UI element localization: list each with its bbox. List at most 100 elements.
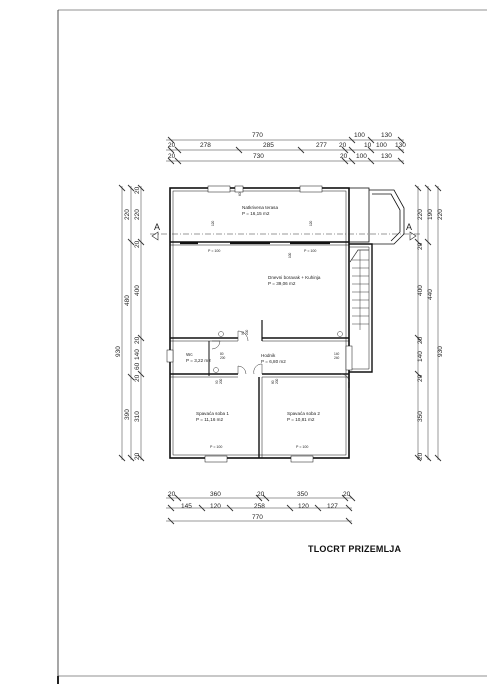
- dimension-top: [166, 136, 405, 165]
- opening-2: 120: [309, 220, 313, 226]
- dim-top-r2-f: 10: [364, 142, 372, 149]
- dim-bot-r1-b: 360: [210, 491, 221, 498]
- dim-right-i5: 20: [417, 374, 424, 382]
- room-area-wc: P = 3,22 m2: [186, 358, 211, 363]
- dim-top-total: 770: [252, 132, 263, 139]
- opening-labels: 120 120 100 60 80 200 90 200 140 240 90 …: [211, 192, 340, 384]
- dim-bot-r2-c: 258: [254, 503, 265, 510]
- dim-top-r2-d: 277: [316, 142, 327, 149]
- dim-top-r3-b: 730: [253, 153, 264, 160]
- opening-9: 140: [334, 352, 340, 356]
- dim-left-i8: 20: [134, 374, 141, 382]
- staircase: [349, 249, 369, 330]
- parapet-1: P = 100: [208, 249, 220, 253]
- dim-left-i9: 310: [134, 411, 141, 422]
- dim-top-r3-e: 130: [381, 153, 392, 160]
- room-name-bedroom-1: Spavaća soba 1: [196, 411, 229, 416]
- room-name-terrace: Natkrivena terasa: [242, 205, 278, 210]
- sheet-frame: [57, 9, 487, 684]
- room-area-terrace: P = 16,15 m2: [242, 211, 270, 216]
- dim-left-i10: 20: [134, 452, 141, 460]
- room-name-bedroom-2: Spavaća soba 2: [287, 411, 320, 416]
- parapet-labels: P = 100 P = 100 P = 100 P = 100: [208, 249, 316, 449]
- dimension-right-labels: 20 400 220 20 140 20 350 20 190 440 220 …: [417, 209, 444, 460]
- opening-10: 240: [334, 356, 340, 360]
- dim-right-i3: 20: [417, 336, 424, 344]
- dim-top-r3-d: 100: [356, 153, 367, 160]
- opening-6: 200: [220, 356, 226, 360]
- opening-8: 200: [245, 329, 249, 335]
- doors: [211, 330, 350, 383]
- dim-bot-r1-d: 350: [297, 491, 308, 498]
- drawing-title: TLOCRT PRIZEMLJA: [308, 544, 402, 554]
- dim-top-r2-g: 100: [376, 142, 387, 149]
- dimension-top-labels: 770 100 130 20 278 285 277 20 10 100 130…: [168, 132, 406, 160]
- dim-left-i7: 60: [134, 362, 141, 370]
- dim-top-r2-b: 278: [200, 142, 211, 149]
- dim-bot-r2-b: 120: [210, 503, 221, 510]
- parapet-3: P = 100: [210, 445, 222, 449]
- dim-right-i6: 350: [417, 411, 424, 422]
- room-name-hallway: Hodnik: [261, 353, 276, 358]
- dim-bot-r1-c: 20: [257, 491, 265, 498]
- dim-left-i2: 220: [134, 209, 141, 220]
- dim-right-total: 930: [437, 346, 444, 357]
- dim-top-r1-b: 100: [354, 132, 365, 139]
- parapet-4: P = 100: [296, 445, 308, 449]
- dim-bot-r1-e: 20: [343, 491, 351, 498]
- dim-top-r3-c: 20: [340, 153, 348, 160]
- dim-left-i3: 20: [134, 240, 141, 248]
- dim-left-i5: 20: [134, 336, 141, 344]
- dim-right-i1: 20: [417, 242, 424, 250]
- dim-top-r2-e: 20: [339, 142, 347, 149]
- room-name-living: Dnevni boravak + Kuhinja: [268, 275, 321, 280]
- section-marker-left: A: [154, 222, 160, 232]
- dim-right-m1: 220: [417, 209, 424, 220]
- opening-1: 120: [211, 220, 215, 226]
- dim-right-i7: 20: [417, 452, 424, 460]
- dim-bot-r2-d: 120: [298, 503, 309, 510]
- parapet-2: P = 100: [304, 249, 316, 253]
- room-area-bedroom-1: P = 11,16 m2: [196, 417, 223, 422]
- dim-bot-r2-a: 145: [181, 503, 192, 510]
- dim-left-total: 930: [115, 346, 122, 357]
- dim-bot-r2-e: 127: [327, 503, 338, 510]
- dim-right-i2: 400: [417, 285, 424, 296]
- dim-top-r2-a: 20: [168, 142, 176, 149]
- room-name-wc: Wc: [186, 352, 193, 357]
- room-area-living: P = 39,06 m2: [268, 281, 296, 286]
- building-walls: [169, 187, 373, 459]
- opening-7: 90: [241, 331, 245, 335]
- dim-bot-total: 770: [252, 514, 263, 521]
- terrace-bay: [369, 189, 405, 245]
- dim-left-i4: 400: [134, 285, 141, 296]
- dim-right-m2: 190: [427, 209, 434, 220]
- dim-right-m3: 220: [437, 209, 444, 220]
- dimension-left-labels: 930 220 480 390 20 220 20 400 20 140 60 …: [115, 186, 141, 460]
- dim-left-m1: 220: [124, 209, 131, 220]
- opening-12: 200: [219, 378, 223, 384]
- dim-top-r2-c: 285: [263, 142, 274, 149]
- opening-3: 100: [288, 252, 292, 258]
- dim-left-m2: 480: [124, 295, 131, 306]
- opening-13: 80: [271, 380, 275, 384]
- room-area-bedroom-2: P = 10,81 m2: [287, 417, 315, 422]
- dim-left-i1: 20: [134, 186, 141, 194]
- dimension-left: [118, 184, 145, 462]
- dimension-bottom: [166, 494, 356, 525]
- opening-5: 80: [220, 352, 224, 356]
- room-area-hallway: P = 6,80 m2: [261, 359, 286, 364]
- section-marker-right: A: [406, 222, 412, 232]
- dim-top-r2-h: 130: [395, 142, 406, 149]
- dim-right-i8: 440: [427, 289, 434, 300]
- dimension-bottom-labels: 20 360 20 350 20 145 120 258 120 127 770: [168, 491, 351, 521]
- dim-left-i6: 140: [134, 349, 141, 360]
- dim-left-m3: 390: [124, 409, 131, 420]
- dim-top-r1-c: 130: [381, 132, 392, 139]
- dim-bot-r1-a: 20: [168, 491, 176, 498]
- opening-4: 60: [238, 192, 242, 196]
- room-labels: Natkrivena terasa P = 16,15 m2 Dnevni bo…: [186, 205, 321, 422]
- opening-11: 90: [215, 380, 219, 384]
- section-markers: A A: [151, 222, 417, 241]
